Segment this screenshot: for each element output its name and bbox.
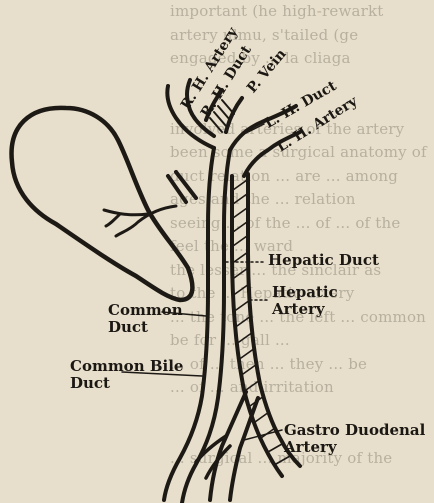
gallbladder	[12, 108, 193, 300]
label-hepatic-duct: Hepatic Duct	[268, 252, 379, 269]
cystic-artery	[104, 206, 176, 236]
label-gastro-duodenal-artery: Gastro Duodenal Artery	[284, 422, 425, 456]
label-common-bile-duct: Common Bile Duct	[70, 358, 183, 392]
hepatic-artery-hatching	[233, 180, 290, 464]
cystic-duct	[168, 172, 196, 202]
label-common-duct: Common Duct	[108, 302, 183, 336]
label-hepatic-artery: Hepatic Artery	[272, 284, 338, 318]
